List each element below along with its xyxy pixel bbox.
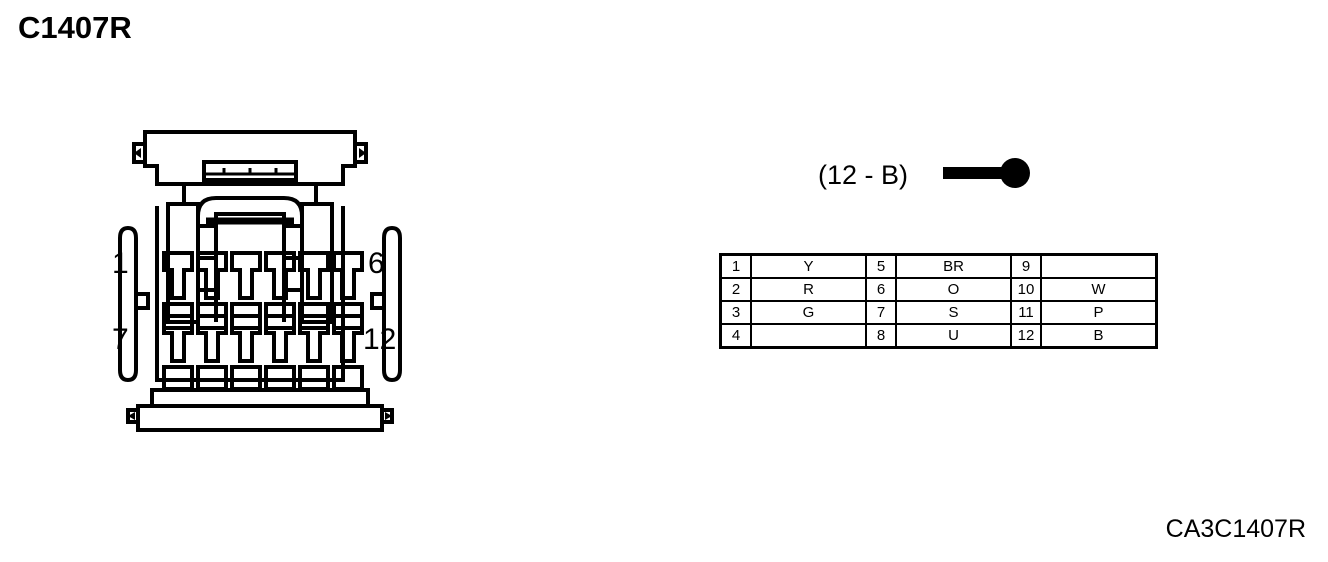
connector-top-flange — [132, 130, 368, 186]
pin-number-cell: 10 — [1010, 277, 1042, 302]
pin-value-cell: W — [1040, 277, 1158, 302]
connector-callout-pin-12: 12 — [363, 323, 397, 356]
terminal-legend: (12 - B) — [818, 157, 1033, 193]
table-row: 4 8 U 12 B — [719, 323, 1158, 349]
drawing-code: CA3C1407R — [1165, 515, 1306, 543]
connector-drawing-svg — [118, 130, 402, 432]
pin-number-cell: 12 — [1010, 323, 1042, 349]
page-title: C1407R — [18, 10, 132, 45]
pin-value-cell: S — [895, 300, 1012, 325]
connector-callout-pin-6: 6 — [368, 247, 385, 280]
pin-number-cell: 5 — [865, 253, 897, 279]
table-row: 2 R 6 O 10 W — [719, 277, 1158, 302]
pin-number-cell: 11 — [1010, 300, 1042, 325]
pin-value-cell: G — [750, 300, 867, 325]
pin-table-body: 1 Y 5 BR 9 2 R 6 O 10 W 3 G — [719, 253, 1158, 349]
pin-value-cell: BR — [895, 253, 1012, 279]
connector-latch-shoulders — [166, 202, 334, 324]
pin-number-cell: 8 — [865, 323, 897, 349]
pin-value-cell: O — [895, 277, 1012, 302]
pin-number-cell: 4 — [719, 323, 752, 349]
connector-callout-pin-7: 7 — [112, 323, 129, 356]
connector-latch-bridge — [182, 160, 318, 228]
connector-diagram — [100, 118, 420, 438]
table-row: 3 G 7 S 11 P — [719, 300, 1158, 325]
pin-number-cell: 9 — [1010, 253, 1042, 279]
connector-base — [126, 388, 394, 432]
pin-number-cell: 3 — [719, 300, 752, 325]
pin-value-cell — [1040, 253, 1158, 279]
terminal-legend-label: (12 - B) — [818, 159, 909, 190]
pin-number-cell: 1 — [719, 253, 752, 279]
table-row: 1 Y 5 BR 9 — [719, 253, 1158, 279]
pin-value-cell: R — [750, 277, 867, 302]
pin-assignment-table-wrapper: 1 Y 5 BR 9 2 R 6 O 10 W 3 G — [719, 253, 1158, 349]
pin-number-cell: 7 — [865, 300, 897, 325]
pin-value-cell: P — [1040, 300, 1158, 325]
connector-side-rails — [118, 225, 402, 383]
pin-value-cell — [750, 323, 867, 349]
terminal-pin-symbol — [943, 156, 1033, 195]
pin-value-cell: B — [1040, 323, 1158, 349]
pin-number-cell: 6 — [865, 277, 897, 302]
pin-assignment-table: 1 Y 5 BR 9 2 R 6 O 10 W 3 G — [719, 253, 1158, 349]
pin-value-cell: U — [895, 323, 1012, 349]
pin-value-cell: Y — [750, 253, 867, 279]
pin-number-cell: 2 — [719, 277, 752, 302]
connector-callout-pin-1: 1 — [112, 247, 129, 280]
